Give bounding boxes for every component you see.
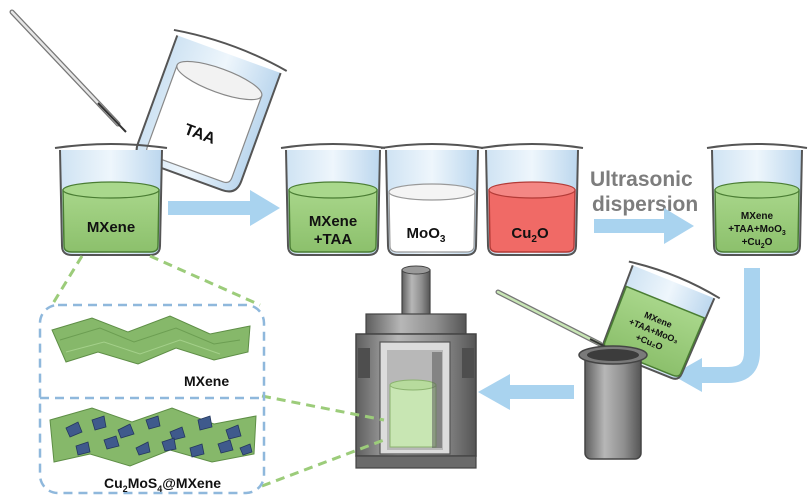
mxene-beaker: MXene [54, 143, 168, 256]
arrow-right-icon [168, 190, 280, 226]
mixture-label-line2: +TAA+MoO3 [728, 224, 786, 237]
mixture-label-line3: +Cu2O [742, 237, 773, 250]
mixture-label-line1: MXene [741, 211, 774, 222]
mxene-taa-label-line1: MXene [309, 213, 357, 230]
product-label: Cu2MoS4@MXene [104, 475, 221, 494]
autoclave [355, 265, 477, 469]
mxene-sheet-label: MXene [184, 373, 229, 389]
ultrasonic-label-line1: Ultrasonic [590, 168, 693, 191]
pipette-icon [9, 9, 127, 133]
mxene-sheet: MXene [51, 315, 251, 389]
mxene-beaker-label: MXene [87, 219, 135, 236]
cu2o-label: Cu2O [511, 225, 549, 245]
taa-beaker: TAA [135, 28, 288, 193]
mxene-taa-beaker: MXene +TAA [280, 143, 386, 256]
moo3-label: MoO3 [407, 225, 446, 245]
curved-arrow-icon [672, 268, 760, 392]
moo3-beaker: MoO3 [380, 143, 484, 256]
teflon-liner [578, 345, 648, 460]
mixture-beaker: MXene +TAA+MoO3 +Cu2O [706, 143, 808, 256]
connector-lines [50, 254, 385, 488]
arrow-right-icon [594, 208, 694, 244]
dropper-icon [495, 289, 613, 351]
cu2mos4-mxene-sheet: Cu2MoS4@MXene [49, 407, 257, 494]
cu2o-beaker: Cu2O [480, 143, 584, 256]
mxene-taa-label-line2: +TAA [314, 231, 353, 248]
material-panel [38, 303, 266, 495]
arrow-left-icon [478, 374, 574, 410]
particle-icon [65, 415, 253, 458]
ultrasonic-label-line2: dispersion [592, 193, 698, 216]
